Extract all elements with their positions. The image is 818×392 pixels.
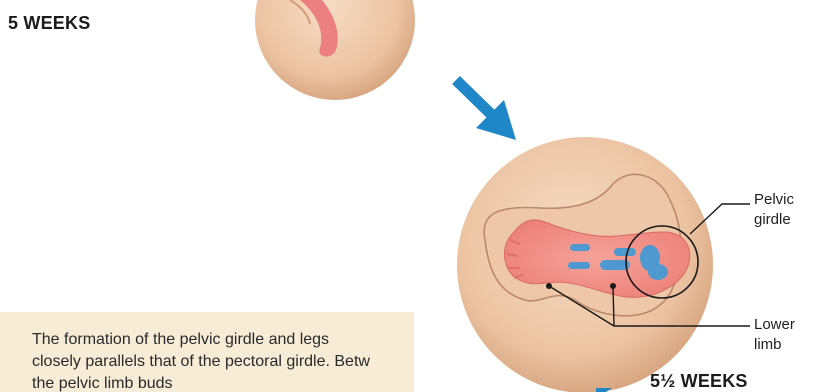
cartilage-element (568, 262, 590, 269)
cartilage-element (570, 244, 590, 251)
lower-limb-label: Lower limb (754, 315, 814, 355)
cartilage-element (648, 264, 668, 280)
progression-arrow (456, 80, 516, 140)
caption-text: The formation of the pelvic girdle and l… (0, 312, 372, 392)
pelvic-girdle-label: Pelvic girdle (754, 190, 814, 230)
stage-5-5-weeks-circle (457, 137, 713, 392)
stage-5-weeks-circle (255, 0, 415, 100)
stage-label-5-weeks: 5 WEEKS (8, 13, 90, 34)
cartilage-element (614, 248, 636, 256)
lower-limb-leader (613, 286, 614, 326)
stage-label-5-5-weeks: 5½ WEEKS (650, 371, 748, 392)
caption-box: The formation of the pelvic girdle and l… (0, 312, 414, 392)
